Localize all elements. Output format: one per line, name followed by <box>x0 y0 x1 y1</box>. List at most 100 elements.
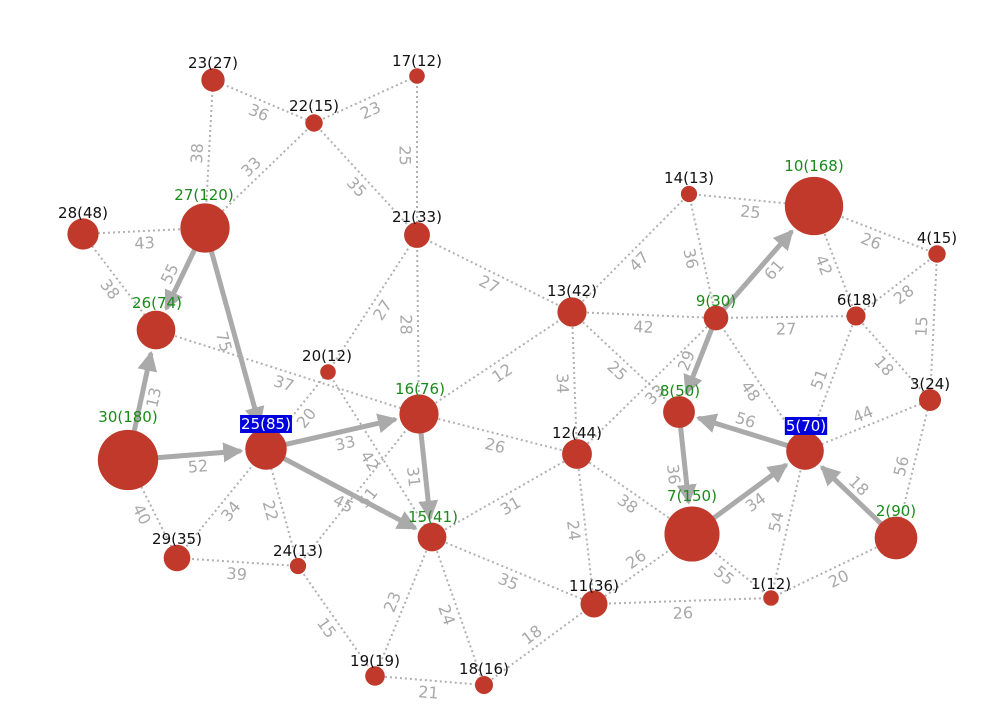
node-29[interactable] <box>163 544 191 572</box>
node-label-text: 13(42) <box>547 282 597 300</box>
edge-weight-label: 38 <box>614 490 642 517</box>
node-26[interactable] <box>136 310 176 350</box>
node-label-text: 27(120) <box>174 186 233 204</box>
edge-weight-label: 38 <box>187 143 207 164</box>
edge-weight-label: 18 <box>870 352 898 380</box>
edge-weight-label: 35 <box>495 569 521 594</box>
node-label-text: 22(15) <box>289 97 339 115</box>
node-label-18: 18(16) <box>459 660 509 678</box>
node-18[interactable] <box>475 676 493 694</box>
edge-27-25 <box>209 249 265 428</box>
node-28[interactable] <box>67 218 99 250</box>
edge-weight-label: 42 <box>811 252 836 278</box>
node-2[interactable] <box>874 516 918 560</box>
node-label-text: 11(36) <box>569 577 619 595</box>
edge-12-11 <box>576 453 595 605</box>
edge-13-12 <box>571 311 578 455</box>
node-24[interactable] <box>289 557 307 575</box>
edge-4-3 <box>929 253 938 401</box>
edge-weight-label: 42 <box>356 447 383 474</box>
node-label-8: 8(50) <box>660 382 700 400</box>
node-label-text: 21(33) <box>392 208 442 226</box>
node-label-16: 16(76) <box>395 380 445 398</box>
edge-weight-label: 15 <box>313 614 340 642</box>
edge-27-26 <box>164 247 197 311</box>
edge-weight-label: 36 <box>679 247 702 271</box>
edge-weight-label: 33 <box>333 432 357 455</box>
node-12[interactable] <box>562 439 592 469</box>
edge-weight-label: 15 <box>912 316 932 337</box>
node-label-text: 7(150) <box>667 487 717 505</box>
edge-weight-label: 25 <box>396 145 415 165</box>
node-label-highlight-bg <box>784 417 828 435</box>
node-8[interactable] <box>663 396 695 428</box>
edge-6-4 <box>855 253 938 317</box>
node-label-14: 14(13) <box>664 169 714 187</box>
node-label-7: 7(150) <box>667 487 717 505</box>
node-27[interactable] <box>180 203 230 253</box>
node-10[interactable] <box>784 176 844 236</box>
nodes-layer <box>67 68 946 694</box>
edge-weight-label: 25 <box>603 357 631 385</box>
edge-weight-label: 55 <box>710 562 738 590</box>
edge-30-26 <box>131 350 158 433</box>
node-label-12: 12(44) <box>552 424 602 442</box>
edge-weight-label: 24 <box>434 602 459 628</box>
node-25[interactable] <box>245 428 287 470</box>
edge-weight-label: 42 <box>633 317 654 337</box>
node-label-19: 19(19) <box>350 652 400 670</box>
edge-weight-label: 47 <box>625 248 653 276</box>
node-label-3: 3(24) <box>910 375 950 393</box>
node-13[interactable] <box>557 297 587 327</box>
node-30[interactable] <box>97 429 159 491</box>
node-21[interactable] <box>404 222 430 248</box>
edge-1-2 <box>770 537 897 599</box>
node-23[interactable] <box>201 68 225 92</box>
edge-9-6 <box>715 315 857 319</box>
node-3[interactable] <box>918 388 942 412</box>
node-22[interactable] <box>305 114 323 132</box>
node-1[interactable] <box>763 590 779 606</box>
edge-weight-label: 28 <box>890 281 918 308</box>
node-label-text: 3(24) <box>910 375 950 393</box>
node-9[interactable] <box>703 305 729 331</box>
node-label-text: 24(13) <box>273 542 323 560</box>
node-label-25: 25(85) <box>240 415 292 433</box>
node-label-10: 10(168) <box>784 157 843 175</box>
node-4[interactable] <box>928 245 946 263</box>
edge-16-15 <box>418 431 439 521</box>
edge-24-19 <box>297 565 376 677</box>
edge-weight-label: 43 <box>134 233 155 253</box>
node-label-text: 6(18) <box>837 291 877 309</box>
edge-weight-label: 24 <box>563 519 584 541</box>
node-5[interactable] <box>786 432 824 470</box>
node-6[interactable] <box>846 306 866 326</box>
node-label-text: 25(85) <box>241 415 291 433</box>
edge-weight-label: 35 <box>343 173 371 201</box>
node-label-15: 15(41) <box>408 508 458 526</box>
edge-weight-label: 51 <box>807 366 832 392</box>
edge-weight-label: 34 <box>553 373 573 394</box>
node-14[interactable] <box>680 185 698 203</box>
node-label-highlight-bg <box>240 415 292 433</box>
node-label-4: 4(15) <box>917 229 957 247</box>
edge-weight-label: 12 <box>488 359 515 386</box>
edge-29-24 <box>176 557 299 567</box>
edge-weight-label: 36 <box>246 100 272 125</box>
node-20[interactable] <box>320 364 336 380</box>
node-17[interactable] <box>409 68 425 84</box>
node-label-21: 21(33) <box>392 208 442 226</box>
edge-16-12 <box>418 413 578 455</box>
node-7[interactable] <box>664 506 720 562</box>
edge-25-16 <box>283 413 398 447</box>
edge-weight-label: 31 <box>497 493 524 520</box>
edge-weight-label: 26 <box>622 546 650 573</box>
node-15[interactable] <box>417 522 447 552</box>
node-label-6: 6(18) <box>837 291 877 309</box>
node-label-text: 18(16) <box>459 660 509 678</box>
node-16[interactable] <box>399 394 439 434</box>
node-19[interactable] <box>365 666 385 686</box>
node-11[interactable] <box>580 590 608 618</box>
node-label-23: 23(27) <box>188 54 238 72</box>
